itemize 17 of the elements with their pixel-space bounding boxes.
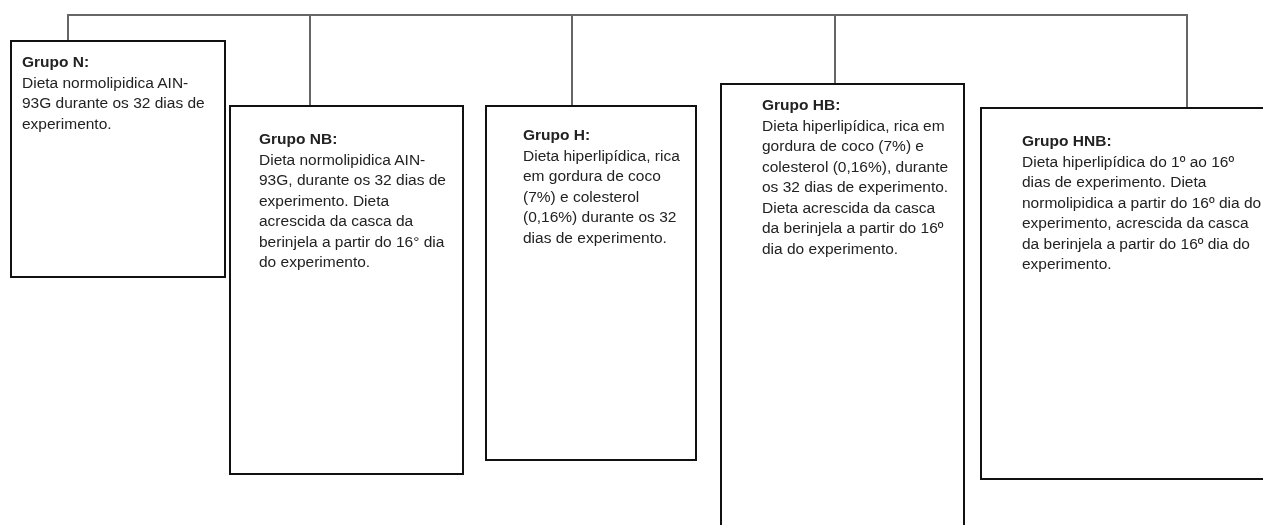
connector-line (627, 14, 1188, 108)
group-heading: Grupo HNB: (1022, 131, 1113, 151)
group-box (229, 105, 464, 475)
group-description: Dieta hiperlipídica, rica em gordura de coco (7%) e colesterol (0,16%), durante os 32 dias de experimento. Dieta acrescida da casca da berinjela a partir do 16º dia do experimento. (762, 115, 950, 259)
group-heading: Grupo NB: (259, 129, 339, 149)
group-box (980, 107, 1263, 480)
group-heading: Grupo HB: (762, 95, 842, 115)
group-description: Dieta normolipidica AIN-93G durante os 32 dias de experimento. (22, 72, 206, 134)
group-heading: Grupo N: (22, 52, 91, 72)
group-description: Dieta hiperlipídica do 1º ao 16º dias de experimento. Dieta normolipidica a partir do 16º dia do experimento, acrescida da casca da berinjela a partir do 16º dia do experimento. (1022, 151, 1263, 274)
group-box (720, 83, 965, 525)
group-heading: Grupo H: (523, 125, 592, 145)
group-description: Dieta hiperlipídica, rica em gordura de coco (7%) e colesterol (0,16%) durante os 32 dias de experimento. (523, 145, 681, 248)
group-box (10, 40, 226, 278)
group-description: Dieta normolipidica AIN-93G, durante os 32 dias de experimento. Dieta acrescida da casca da berinjela a partir do 16° dia do experimento. (259, 149, 447, 272)
connector-line (571, 14, 629, 106)
group-box (485, 105, 697, 461)
